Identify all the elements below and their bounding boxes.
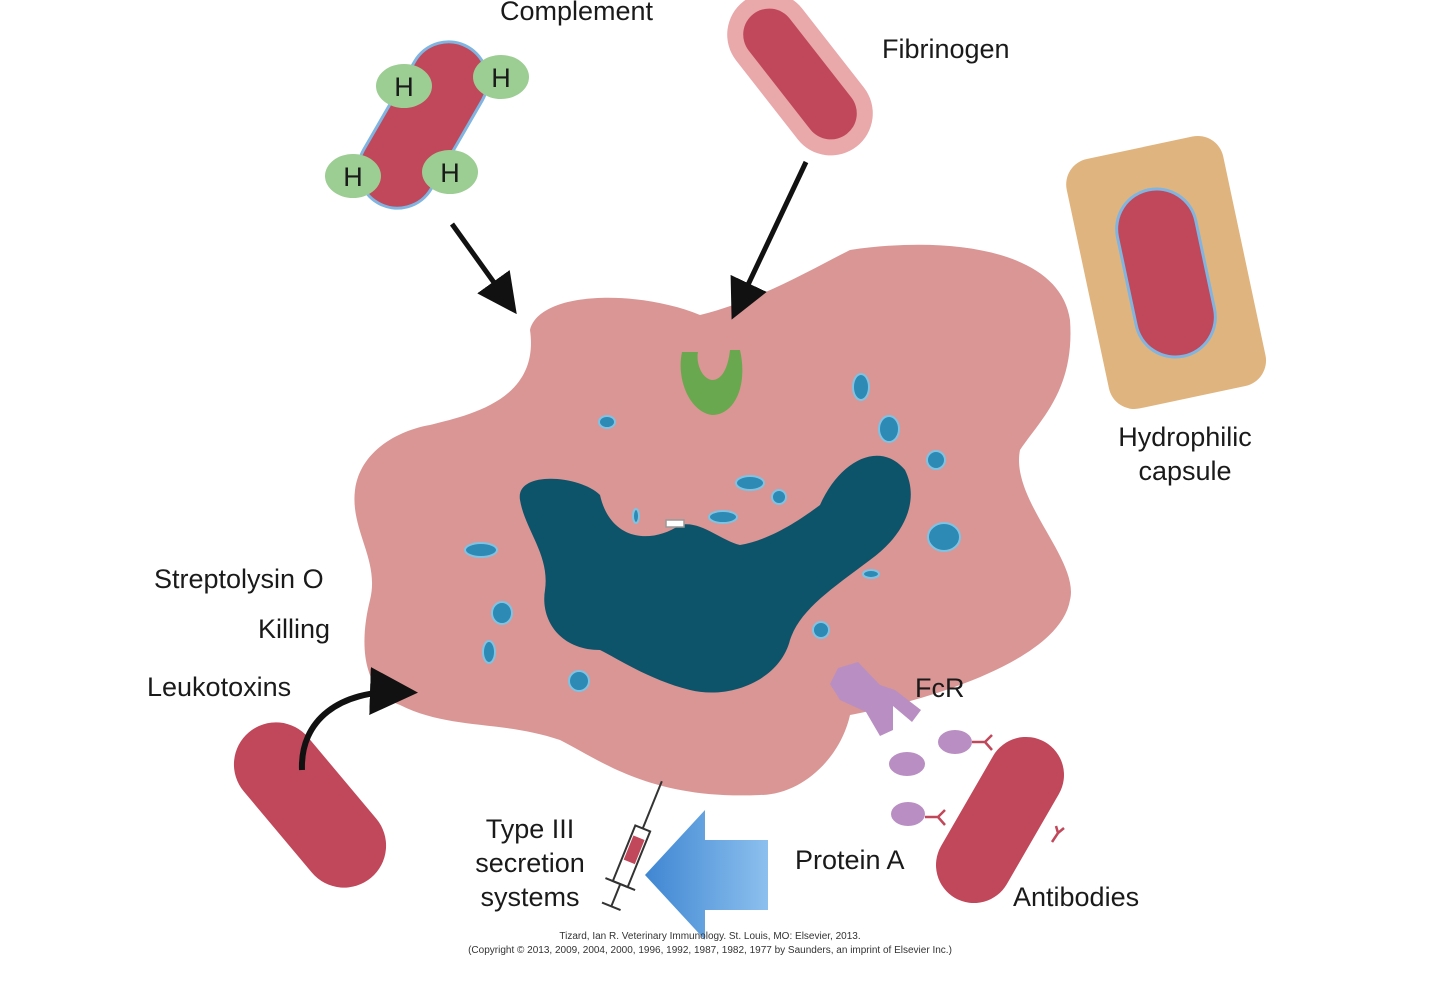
label-hydrophilic-line1: Hydrophilic bbox=[1118, 422, 1252, 452]
label-protein-a: Protein A bbox=[795, 845, 905, 875]
factor-h-letter: H bbox=[440, 158, 460, 188]
factor-h-letter: H bbox=[343, 162, 363, 192]
label-type3-line3: systems bbox=[480, 882, 580, 912]
fibrinogen-bacterium bbox=[727, 0, 873, 156]
granule bbox=[482, 640, 496, 664]
label-fcr: FcR bbox=[915, 673, 965, 703]
label-streptolysin: Streptolysin O bbox=[154, 564, 324, 594]
complement-bacterium bbox=[357, 40, 489, 210]
granule bbox=[632, 508, 640, 524]
encapsulated-bacterium bbox=[1066, 135, 1267, 409]
label-fibrinogen: Fibrinogen bbox=[882, 34, 1010, 64]
factor-h-beads: H H H H bbox=[325, 55, 529, 198]
granule bbox=[927, 522, 961, 552]
fc-receptor bbox=[830, 662, 921, 736]
factor-h-bead bbox=[376, 64, 432, 108]
granule bbox=[926, 450, 946, 470]
credit-line-1: Tizard, Ian R. Veterinary Immunology. St… bbox=[559, 931, 861, 942]
antibody-molecules bbox=[889, 730, 972, 826]
label-hydrophilic-line2: capsule bbox=[1138, 456, 1232, 486]
granule bbox=[735, 475, 765, 491]
small-vesicle bbox=[665, 519, 685, 528]
factor-h-bead bbox=[473, 55, 529, 99]
antibody-blob bbox=[938, 730, 972, 754]
granule bbox=[598, 415, 616, 429]
label-type3-secretion: Type III secretion systems bbox=[455, 812, 605, 914]
granule bbox=[852, 373, 870, 401]
factor-h-letter: H bbox=[491, 63, 511, 93]
antibody-y-icon bbox=[972, 734, 993, 751]
antibody-y-icon bbox=[925, 809, 946, 826]
blue-arrow-icon bbox=[645, 810, 768, 940]
granule bbox=[464, 542, 498, 558]
label-type3-line1: Type III bbox=[485, 814, 575, 844]
label-hydrophilic-capsule: Hydrophilic capsule bbox=[1090, 420, 1280, 488]
protein-a-bacterium bbox=[936, 736, 1064, 904]
complement-arrow bbox=[449, 222, 517, 315]
granule bbox=[771, 489, 787, 505]
complement-receptor bbox=[680, 350, 743, 415]
credit-line-2: (Copyright © 2013, 2009, 2004, 2000, 199… bbox=[468, 945, 952, 956]
granule bbox=[878, 415, 900, 443]
label-antibodies: Antibodies bbox=[1013, 882, 1140, 912]
factor-h-bead bbox=[422, 150, 478, 194]
granule bbox=[568, 670, 590, 692]
factor-h-bead bbox=[325, 154, 381, 198]
granules bbox=[464, 373, 961, 692]
antibody-y-marks bbox=[925, 734, 1065, 843]
label-complement: Complement bbox=[500, 0, 654, 26]
label-killing: Killing bbox=[258, 614, 331, 644]
granule bbox=[812, 621, 830, 639]
leukotoxin-arrow bbox=[298, 667, 418, 771]
label-leukotoxins: Leukotoxins bbox=[147, 672, 292, 702]
granule bbox=[862, 569, 880, 579]
antibody-blob bbox=[891, 802, 925, 826]
fibrinogen-arrow bbox=[730, 160, 809, 320]
label-type3-line2: secretion bbox=[475, 848, 585, 878]
leukotoxin-bacterium bbox=[233, 722, 387, 888]
nucleus bbox=[519, 455, 911, 693]
granule bbox=[708, 510, 738, 524]
syringe-icon bbox=[601, 780, 663, 912]
granule bbox=[491, 601, 513, 625]
factor-h-letter: H bbox=[394, 72, 414, 102]
antibody-blob bbox=[889, 752, 925, 776]
antibody-y-icon bbox=[1050, 825, 1065, 843]
